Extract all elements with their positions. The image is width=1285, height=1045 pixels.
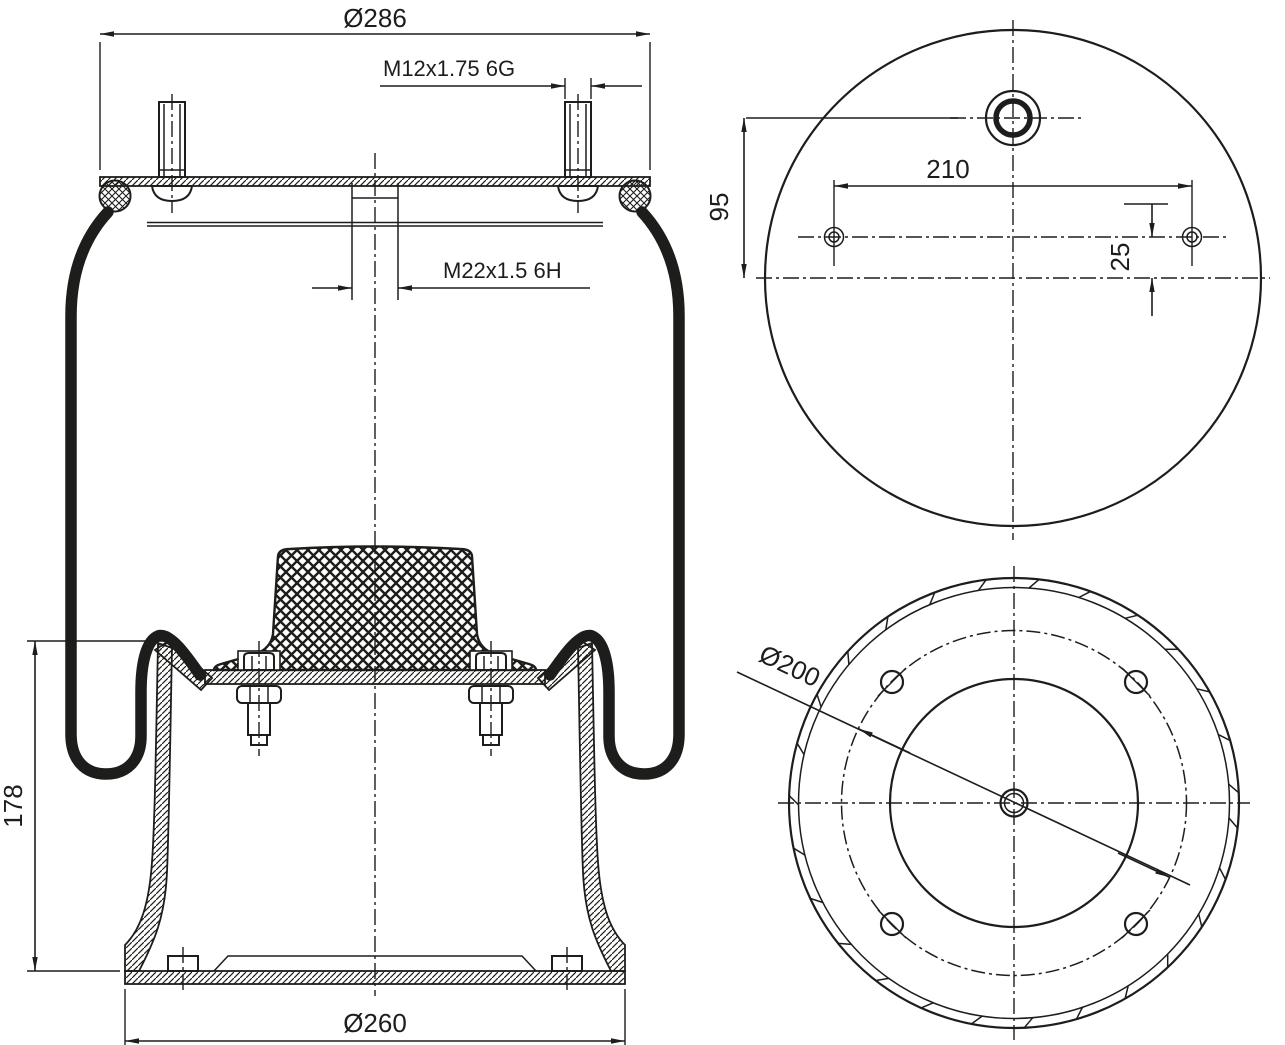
- dim-label-piston-diameter: Ø260: [343, 1008, 407, 1038]
- dim-label-stud-spacing: 210: [926, 154, 969, 184]
- dim-bolt-circle-diameter: Ø200: [736, 639, 1191, 886]
- top-view-centerlines: [756, 20, 1270, 540]
- dim-label-top-plate-diameter: Ø286: [343, 3, 407, 33]
- base-bolt-holes: [877, 667, 1151, 939]
- piston-body: [124, 641, 626, 985]
- bottom-view: Ø200: [736, 566, 1250, 1040]
- rubber-bumper: [212, 545, 538, 672]
- dim-stud-offset: 25: [1105, 203, 1168, 316]
- dim-label-air-inlet-thread: M22x1.5 6H: [443, 258, 562, 283]
- dim-top-plate-diameter: Ø286: [99, 3, 651, 170]
- air-inlet-bore: [351, 183, 399, 300]
- rim-crimp-ticks: [788, 578, 1240, 1029]
- dim-stud-spacing: 210: [833, 154, 1193, 266]
- dim-label-stud-thread: M12x1.75 6G: [383, 56, 515, 81]
- dim-piston-diameter: Ø260: [124, 989, 626, 1045]
- dim-piston-height: 178: [0, 640, 172, 972]
- bellows-right: [544, 206, 685, 780]
- top-plate-rolled-edge-left: [98, 179, 132, 213]
- top-plate-inner-edge: [147, 221, 603, 227]
- front-section-view: Ø286 M12x1.75 6G M22x1.5 6H 178: [0, 3, 685, 1045]
- dim-port-offset: 95: [704, 117, 958, 278]
- dim-label-stud-offset: 25: [1105, 243, 1135, 272]
- bellows-left: [65, 206, 206, 780]
- dim-label-port-offset: 95: [704, 193, 734, 222]
- top-view: 95 210 25: [704, 20, 1270, 540]
- dim-label-piston-height: 178: [0, 784, 28, 827]
- front-centerlines: [171, 94, 579, 996]
- top-plate-rolled-edge-right: [618, 179, 652, 213]
- dim-stud-thread: M12x1.75 6G: [380, 56, 642, 99]
- dim-air-inlet-thread: M22x1.5 6H: [312, 258, 590, 291]
- mounting-stud-left: [150, 101, 194, 203]
